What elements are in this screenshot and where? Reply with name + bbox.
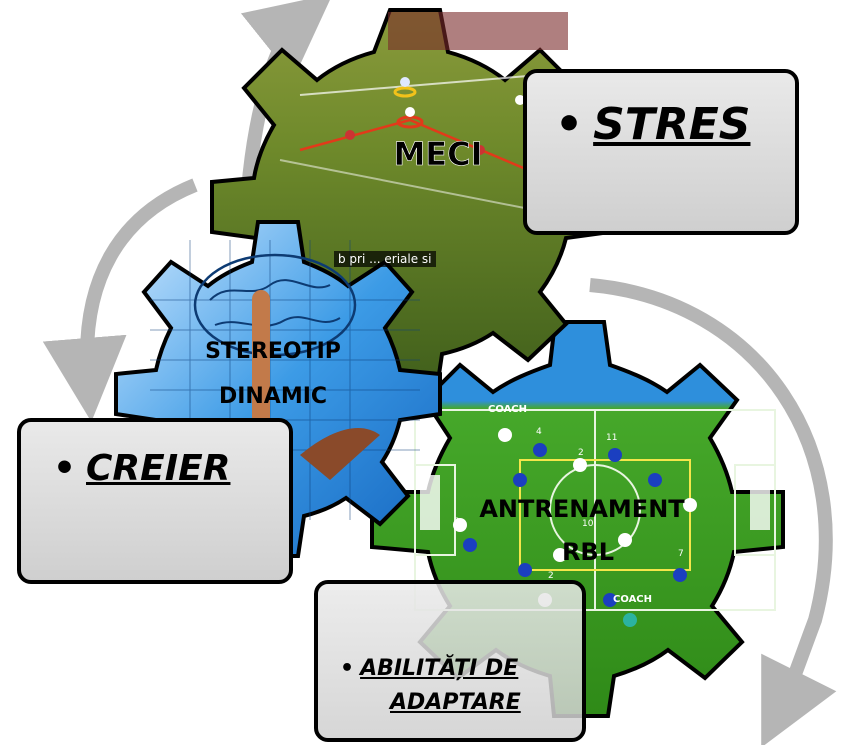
- field-text-number: 2: [548, 571, 554, 581]
- stres-label: STRES: [593, 99, 751, 150]
- creier-label: CREIER: [86, 448, 231, 489]
- brain-icon: [193, 253, 357, 357]
- gear-label-rbl: RBL: [562, 538, 614, 566]
- bullet-icon: •: [555, 99, 584, 150]
- box-creier-text: •CREIER: [53, 448, 230, 489]
- box-abilitati: •ABILITĂȚI DE ADAPTARE: [314, 580, 586, 742]
- field-text-number: 7: [678, 549, 684, 559]
- match-caption: b pri ... eriale si: [334, 251, 436, 267]
- box-stres: •STRES: [523, 69, 799, 235]
- box-abilitati-line2: ADAPTARE: [390, 690, 521, 715]
- gear-label-dinamic: DINAMIC: [219, 384, 327, 409]
- box-stres-text: •STRES: [555, 99, 750, 150]
- field-text-number: 10: [582, 519, 594, 529]
- abilitati-label-line1: ABILITĂȚI DE: [360, 656, 519, 681]
- box-creier: •CREIER: [17, 418, 293, 584]
- bullet-icon: •: [53, 448, 77, 489]
- field-text-number: 2: [578, 448, 584, 458]
- box-abilitati-line1: •ABILITĂȚI DE: [340, 656, 518, 681]
- bullet-icon: •: [340, 656, 355, 681]
- gear-label-meci: MECI: [393, 135, 482, 173]
- field-text-number: 3: [454, 517, 460, 527]
- cycle-arrow-left: [42, 178, 198, 422]
- field-text-coach-bottom: COACH: [613, 594, 652, 605]
- abilitati-label-line2: ADAPTARE: [390, 690, 521, 715]
- field-text-number: 11: [606, 433, 617, 443]
- field-text-number: 4: [536, 427, 542, 437]
- field-text-coach-top: COACH: [488, 404, 527, 415]
- gear-label-antrenament: ANTRENAMENT: [479, 495, 685, 523]
- gear-label-stereotip: STEREOTIP: [205, 339, 341, 364]
- cycle-arrow-right: [589, 278, 837, 745]
